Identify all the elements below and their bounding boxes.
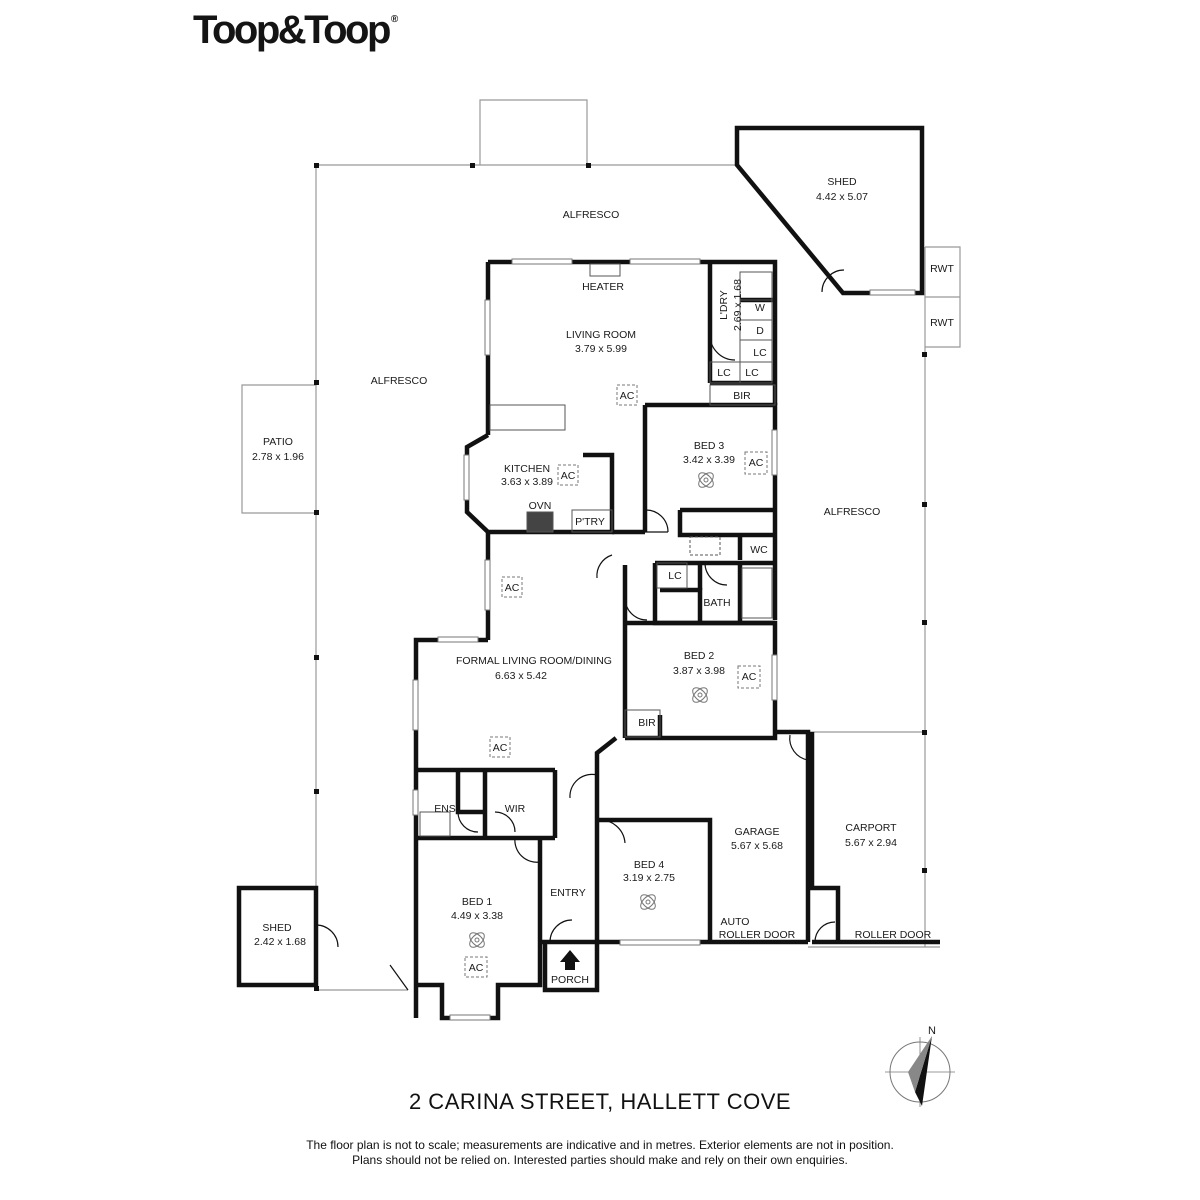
shed-top-size: 4.42 x 5.07 [816, 191, 868, 203]
ac-label-bed3: AC [749, 457, 764, 469]
bed3-name: BED 3 [694, 440, 725, 452]
ensuite-label: ENS [434, 803, 456, 815]
alfresco-left-label: ALFRESCO [371, 375, 428, 387]
alfresco-posts [314, 163, 927, 991]
rwt2-label: RWT [930, 317, 954, 329]
linen-cupboard-1: LC [753, 347, 767, 359]
room-labels: ALFRESCO ALFRESCO ALFRESCO SHED 4.42 x 5… [252, 176, 954, 986]
rwt1-label: RWT [930, 263, 954, 275]
auto-door-line1: AUTO [721, 916, 750, 928]
kitchen-size: 3.63 x 3.89 [501, 476, 553, 488]
walls [236, 125, 940, 1021]
disclaimer-line1: The floor plan is not to scale; measurem… [306, 1138, 894, 1152]
alfresco-right-label: ALFRESCO [824, 506, 881, 518]
carport-name: CARPORT [845, 822, 897, 834]
ac-label-formal-top: AC [505, 582, 520, 594]
ac-label-bed2: AC [742, 671, 757, 683]
logo-text: Toop&Toop [193, 8, 391, 52]
shed-bottom-name: SHED [262, 922, 292, 934]
patio-name: PATIO [263, 436, 293, 448]
wc-label: WC [750, 544, 768, 556]
alfresco-top-label: ALFRESCO [563, 209, 620, 221]
ac-label-kitchen: AC [561, 470, 576, 482]
bir-bed3-label: BIR [733, 390, 751, 402]
washer-label: W [755, 302, 765, 314]
porch-label: PORCH [551, 974, 589, 986]
exterior-outlines [241, 99, 961, 991]
ceiling-fans [469, 472, 714, 948]
laundry-name: L'DRY [718, 290, 730, 320]
oven-label: OVN [529, 500, 552, 512]
garage-name: GARAGE [735, 826, 780, 838]
door-swings [315, 269, 845, 991]
bir-bed2-label: BIR [638, 717, 656, 729]
living-size: 3.79 x 5.99 [575, 343, 627, 355]
living-name: LIVING ROOM [566, 329, 636, 341]
bed1-size: 4.49 x 3.38 [451, 910, 503, 922]
roller-door-label: ROLLER DOOR [855, 929, 932, 941]
windows [412, 258, 916, 1021]
property-address: 2 CARINA STREET, HALLETT COVE [408, 1089, 792, 1114]
shed-bottom-size: 2.42 x 1.68 [254, 936, 306, 948]
ac-label-formal: AC [493, 742, 508, 754]
wir-label: WIR [505, 803, 526, 815]
ac-label-bed1: AC [469, 962, 484, 974]
linen-cupboard-4: LC [668, 570, 682, 582]
registered-mark: ® [390, 14, 399, 25]
bed2-size: 3.87 x 3.98 [673, 665, 725, 677]
bed2-name: BED 2 [684, 650, 715, 662]
ac-units [464, 384, 768, 978]
entry-label: ENTRY [550, 887, 585, 899]
compass-icon [885, 1036, 955, 1107]
entry-arrow-icon [560, 950, 580, 970]
patio-size: 2.78 x 1.96 [252, 451, 304, 463]
linen-cupboard-3: LC [745, 367, 759, 379]
fixtures [419, 263, 776, 837]
auto-door-line2: ROLLER DOOR [719, 929, 796, 941]
shed-top-name: SHED [827, 176, 857, 188]
bed3-size: 3.42 x 3.39 [683, 454, 735, 466]
bed4-name: BED 4 [634, 859, 665, 871]
carport-size: 5.67 x 2.94 [845, 837, 897, 849]
disclaimer: The floor plan is not to scale; measurem… [0, 1138, 1200, 1168]
pantry-label: P'TRY [575, 516, 605, 528]
bed1-name: BED 1 [462, 896, 493, 908]
compass-north-label: N [928, 1025, 936, 1037]
bed4-size: 3.19 x 2.75 [623, 872, 675, 884]
formal-name: FORMAL LIVING ROOM/DINING [456, 655, 612, 667]
ac-label-living: AC [620, 390, 635, 402]
brand-logo: Toop&Toop® [193, 8, 399, 53]
disclaimer-line2: Plans should not be relied on. Intereste… [352, 1153, 848, 1167]
linen-cupboard-2: LC [717, 367, 731, 379]
dryer-label: D [756, 325, 764, 337]
garage-size: 5.67 x 5.68 [731, 840, 783, 852]
laundry-size: 2.69 x 1.68 [732, 279, 744, 331]
heater-label: HEATER [582, 281, 624, 293]
bath-label: BATH [703, 597, 730, 609]
formal-size: 6.63 x 5.42 [495, 670, 547, 682]
kitchen-name: KITCHEN [504, 463, 550, 475]
